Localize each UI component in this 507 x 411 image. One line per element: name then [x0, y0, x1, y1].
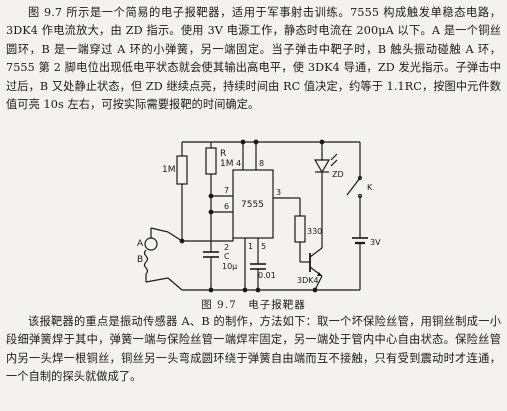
transistor-label: 3DK4: [297, 276, 319, 285]
resistor-330: [294, 215, 306, 243]
switch-k: [346, 177, 361, 196]
vibration-sensor: [143, 227, 183, 291]
led-zd: [313, 153, 338, 174]
capacitor-c-value: 10μ: [222, 262, 237, 271]
sensor-a-label: A: [137, 239, 144, 249]
ic-7555: [232, 169, 274, 239]
pin-3: 3: [276, 188, 281, 197]
capacitor-001-label: 0.01: [258, 271, 276, 280]
ic-label: 7555: [241, 200, 264, 210]
pin-2: 2: [224, 243, 229, 252]
switch-label: K: [367, 183, 373, 192]
paragraph-description: 图 9.7 所示是一个简易的电子报靶器，适用于军事射击训练。7555 构成触发单…: [6, 6, 501, 112]
resistor-r-name: R: [220, 149, 226, 159]
pin-8: 8: [259, 159, 264, 168]
pin-6: 6: [224, 202, 229, 211]
pin-1: 1: [248, 242, 253, 251]
resistor-1m-left-label: 1M: [162, 165, 176, 175]
resistor-r: [205, 147, 217, 175]
resistor-r-value: 1M: [220, 159, 234, 169]
led-label: ZD: [332, 170, 344, 179]
capacitor-c-name: C: [224, 252, 230, 261]
paragraph-construction: 该报靶器的重点是振动传感器 A、B 的制作，方法如下：取一个坏保险丝管，用铜丝制…: [6, 315, 501, 384]
sensor-b-label: B: [137, 255, 143, 265]
resistor-1m-left: [176, 155, 188, 185]
pin-4: 4: [236, 159, 241, 168]
figure-caption: 图 9.7 电子报靶器: [201, 299, 306, 311]
pin-7: 7: [224, 186, 229, 195]
resistor-330-label: 330: [307, 227, 322, 236]
transistor-3dk4: [300, 247, 323, 291]
pin-5: 5: [261, 242, 266, 251]
battery-label: 3V: [370, 238, 381, 247]
